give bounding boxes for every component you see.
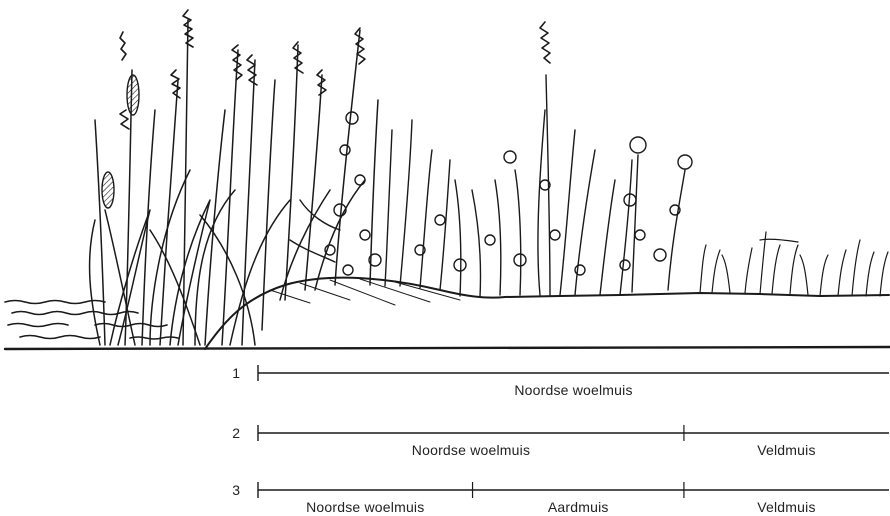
reed-plumes xyxy=(120,10,550,129)
zone-species-label: Aardmuis xyxy=(548,499,609,515)
mound-hatching xyxy=(270,279,460,305)
reed-stems xyxy=(90,20,378,345)
zone-number: 1 xyxy=(232,365,240,381)
embankment-mound xyxy=(205,278,889,349)
zone-species-label: Veldmuis xyxy=(757,499,815,515)
middle-reeds xyxy=(385,75,632,297)
landscape-illustration xyxy=(5,10,890,349)
short-grass xyxy=(700,232,888,296)
zone-number: 3 xyxy=(232,482,240,498)
zone-number: 2 xyxy=(232,425,240,441)
zone-species-label: Veldmuis xyxy=(757,442,815,458)
zone-species-label: Noordse woelmuis xyxy=(412,442,530,458)
zone-species-label: Noordse woelmuis xyxy=(514,382,632,398)
zonation-rows: 1Noordse woelmuis2Noordse woelmuisVeldmu… xyxy=(232,365,889,515)
zone-species-label: Noordse woelmuis xyxy=(306,499,424,515)
zone-row-2: 2Noordse woelmuis Veldmuis xyxy=(232,425,889,458)
flowering-herbs xyxy=(290,112,692,292)
zone-row-1: 1Noordse woelmuis xyxy=(232,365,889,398)
zone-row-3: 3Noordse woelmuis Aardmuis Veldmuis xyxy=(232,482,889,515)
cattail-heads xyxy=(102,75,139,208)
ground-baseline xyxy=(5,347,890,349)
